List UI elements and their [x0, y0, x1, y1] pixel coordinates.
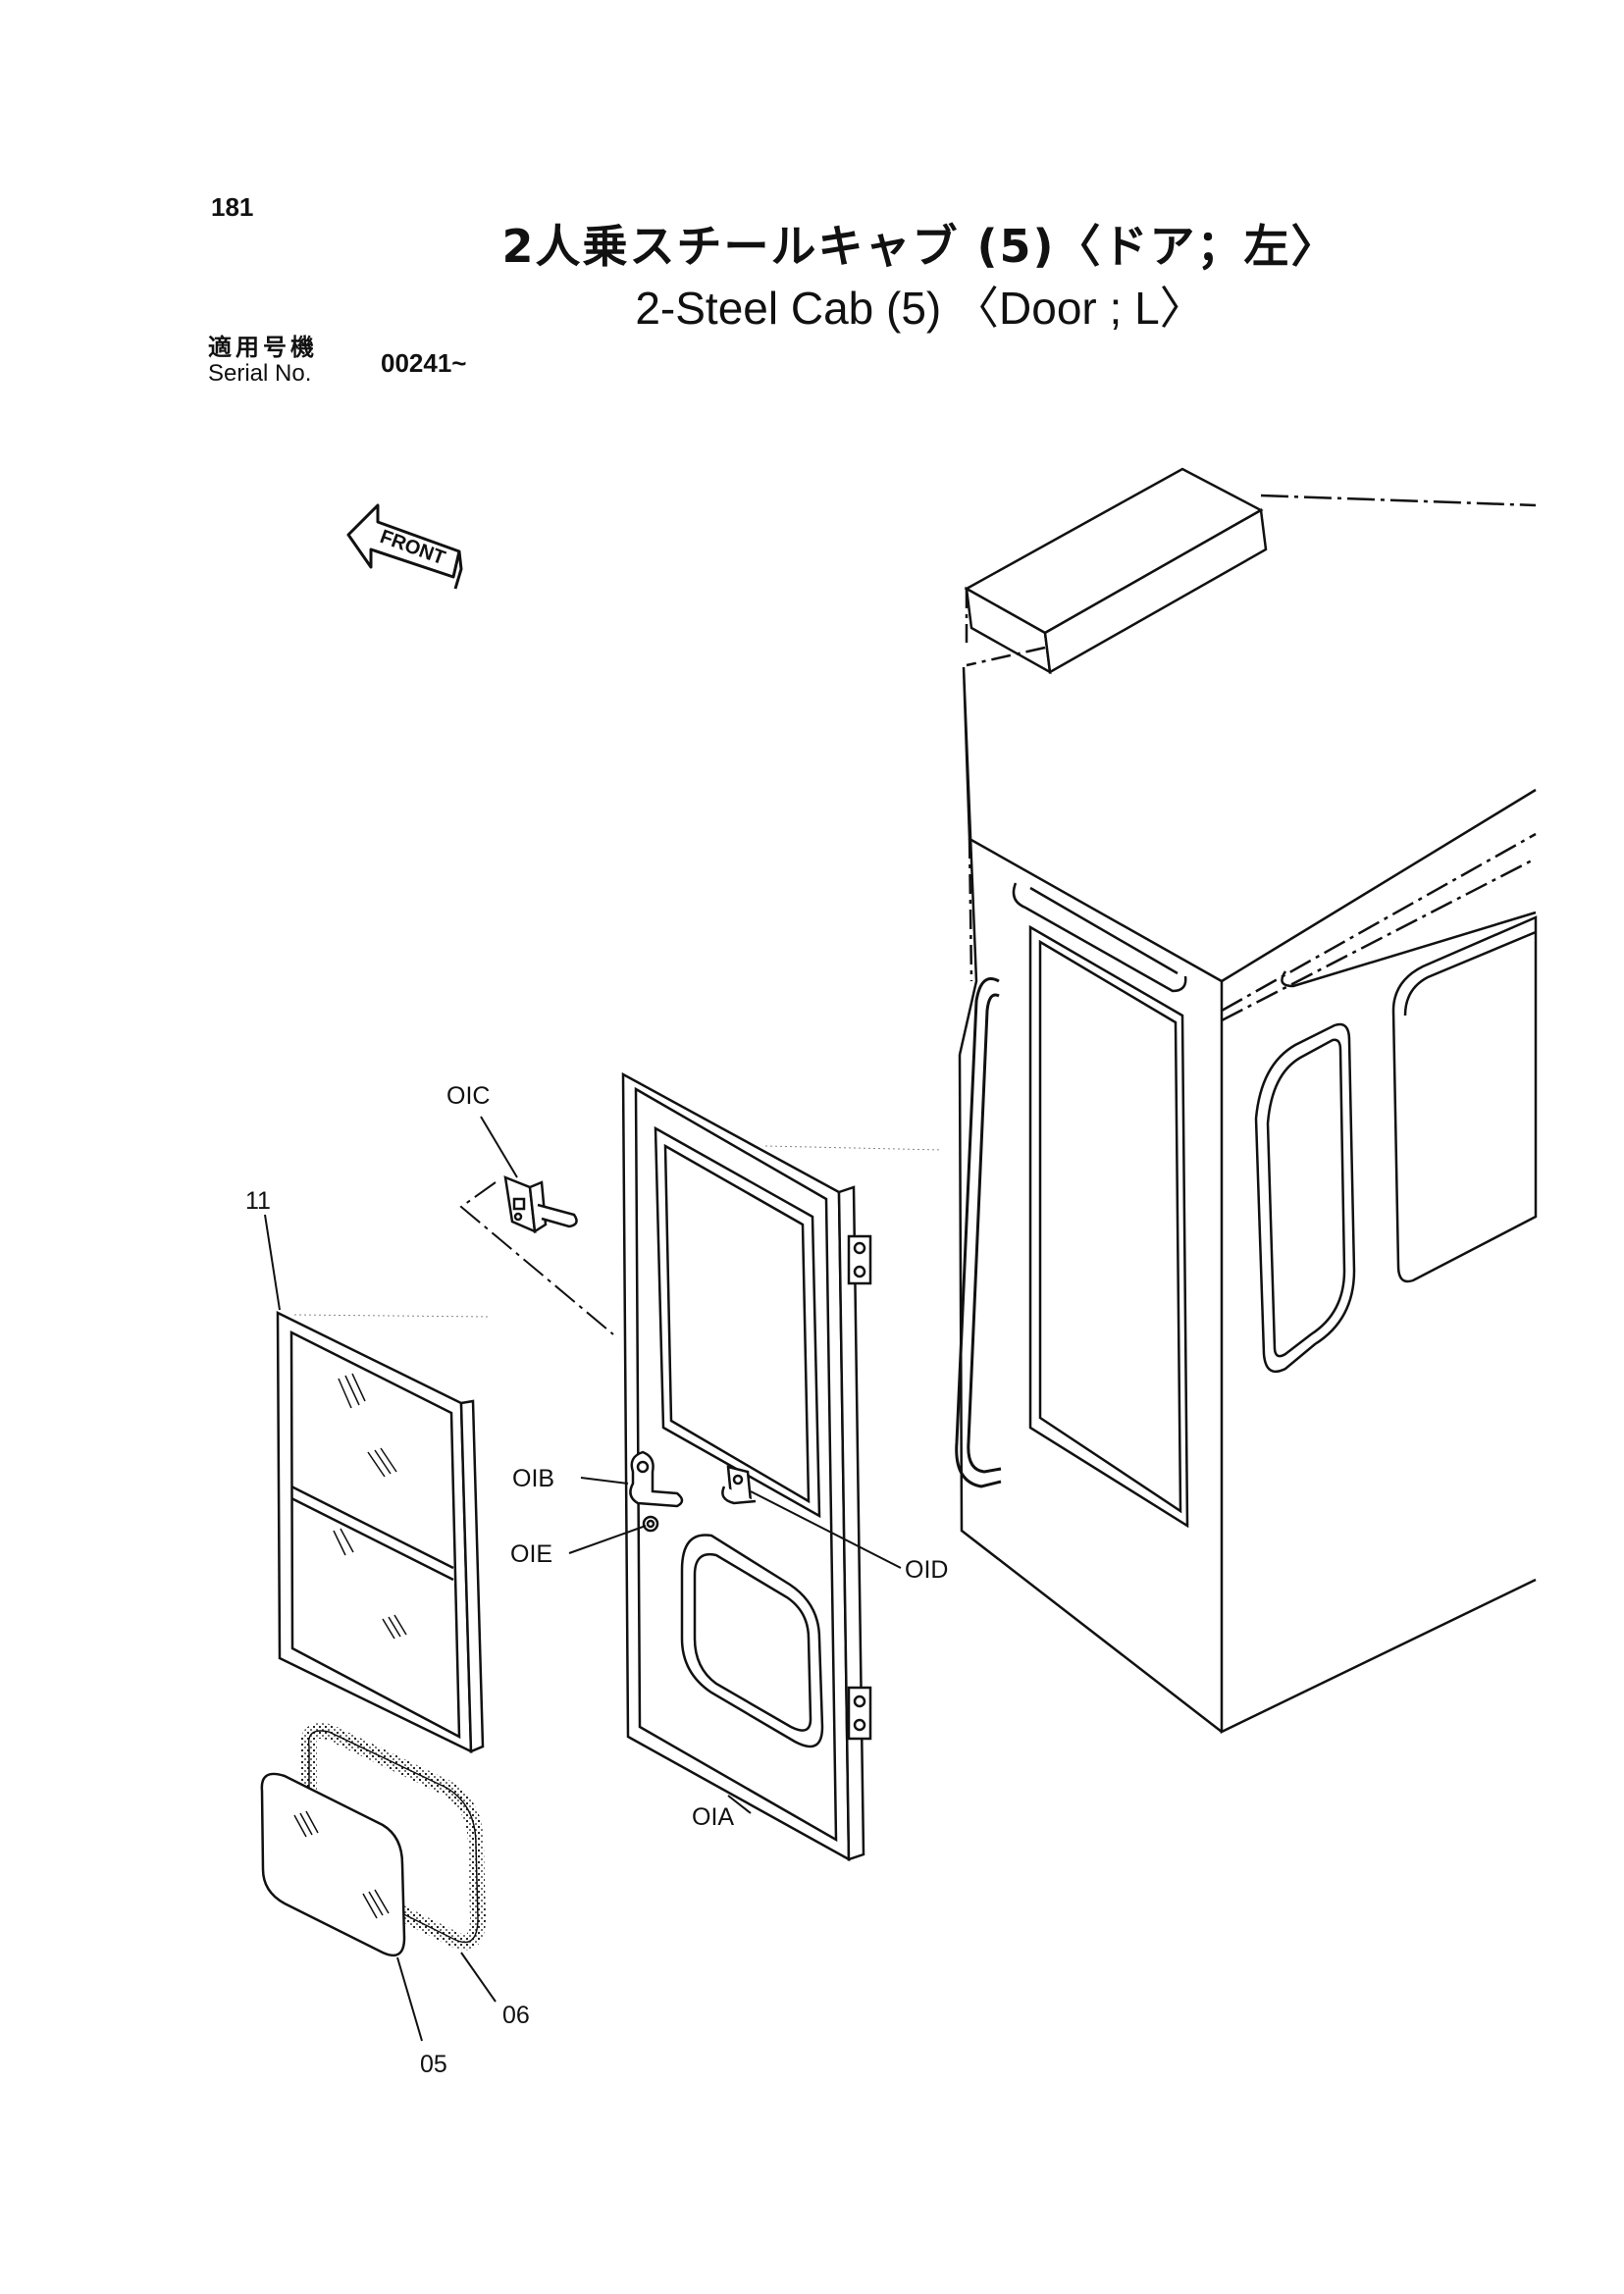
part-01b-door-handle — [629, 1450, 684, 1508]
cab-body — [955, 467, 1538, 1734]
callout-01a: OIA — [692, 1803, 734, 1831]
callout-leaders — [264, 1116, 902, 2042]
part-11-window-glass — [276, 1310, 485, 1754]
callout-06: 06 — [502, 2002, 530, 2029]
serial-label-japanese: 適用号機 — [208, 334, 318, 361]
callout-05: 05 — [420, 2051, 447, 2078]
callout-11: 11 — [245, 1187, 271, 1215]
title-japanese: 2人乗スチールキャブ (5)〈ドア；左〉 — [501, 220, 1338, 273]
serial-label-english: Serial No. — [208, 360, 312, 387]
title-english: 2-Steel Cab (5) 〈Door ; L〉 — [635, 283, 1205, 334]
part-01d-door-catch — [721, 1465, 757, 1505]
callout-01d: OID — [905, 1556, 948, 1584]
part-01e-key-cylinder — [642, 1515, 659, 1533]
callout-01e: OIE — [510, 1540, 552, 1568]
serial-number-value: 00241~ — [381, 348, 467, 378]
part-01a-door-frame — [621, 1071, 872, 1862]
page-number: 181 — [211, 192, 254, 222]
part-05-lower-glass — [260, 1772, 406, 1957]
front-arrow-icon: FRONT — [346, 503, 463, 590]
part-01c-door-lock — [503, 1175, 578, 1234]
callout-01b: OIB — [512, 1465, 554, 1492]
serial-label: 適用号機 Serial No. — [208, 334, 318, 387]
callout-01c: OIC — [446, 1082, 490, 1110]
